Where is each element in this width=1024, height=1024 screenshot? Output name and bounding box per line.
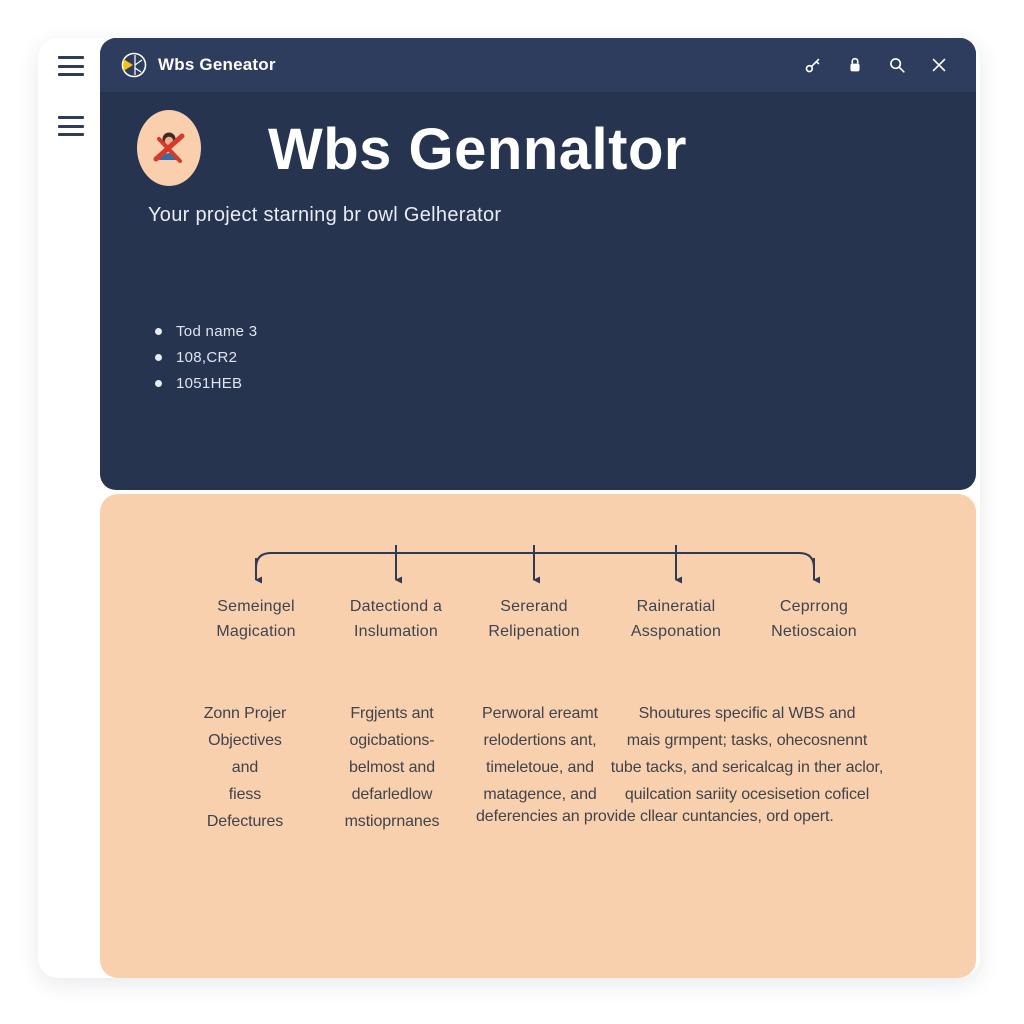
search-icon[interactable] <box>886 54 908 76</box>
titlebar: Wbs Geneator <box>100 38 976 92</box>
wbs-description-column: Frgjents ant ogicbations- belmost and de… <box>344 705 440 830</box>
wbs-diagram-panel: Semeingel Magication Datectiond a Inslum… <box>100 494 976 978</box>
bullet-text: 1051HEB <box>176 374 243 392</box>
bullet-dot-icon <box>155 353 162 361</box>
wbs-branch-label: Semeingel Magication <box>216 598 296 640</box>
wbs-branch-label: Sererand Relipenation <box>488 598 580 640</box>
menu-icon[interactable] <box>58 56 84 76</box>
wbs-footer-text: deferencies an provide cllear cuntancies… <box>476 808 834 825</box>
app-title: Wbs Geneator <box>158 55 276 74</box>
bullet-dot-icon <box>155 379 162 387</box>
wbs-connector-lines <box>255 545 820 584</box>
page-subtitle: Your project starning br owl Gelherator <box>148 204 502 226</box>
page-title: Wbs Gennaltor <box>268 117 687 182</box>
bullet-list: Tod name 3 108,CR2 1051HEB <box>155 318 257 396</box>
avatar <box>137 110 201 186</box>
wbs-description-column: Perworal ereamt relodertions ant, timele… <box>482 705 598 803</box>
app-logo-icon <box>120 51 148 79</box>
close-icon[interactable] <box>928 54 950 76</box>
list-item: 1051HEB <box>155 370 257 396</box>
key-icon[interactable] <box>802 54 824 76</box>
list-item: 108,CR2 <box>155 344 257 370</box>
header-panel: Wbs Geneator <box>100 38 976 490</box>
list-item: Tod name 3 <box>155 318 257 344</box>
wbs-branch-label: Ceprrong Netioscaion <box>771 598 857 640</box>
person-with-red-x-icon <box>153 132 185 163</box>
app-window: Wbs Geneator <box>38 38 980 978</box>
titlebar-left: Wbs Geneator <box>120 51 276 79</box>
wbs-branch-label: Datectiond a Inslumation <box>349 598 443 640</box>
bullet-text: 108,CR2 <box>176 348 238 366</box>
lock-icon[interactable] <box>844 54 866 76</box>
secondary-menu-icon[interactable] <box>58 116 84 136</box>
wbs-branch-label: Raineratial Assponation <box>630 598 722 640</box>
wbs-description-column: Shoutures specific al WBS and mais grmpe… <box>610 705 884 803</box>
titlebar-actions <box>802 54 950 76</box>
bullet-text: Tod name 3 <box>176 322 258 340</box>
bullet-dot-icon <box>155 327 162 335</box>
wbs-description-column: Zonn Projer Objectives and fiess Defectu… <box>203 705 287 830</box>
